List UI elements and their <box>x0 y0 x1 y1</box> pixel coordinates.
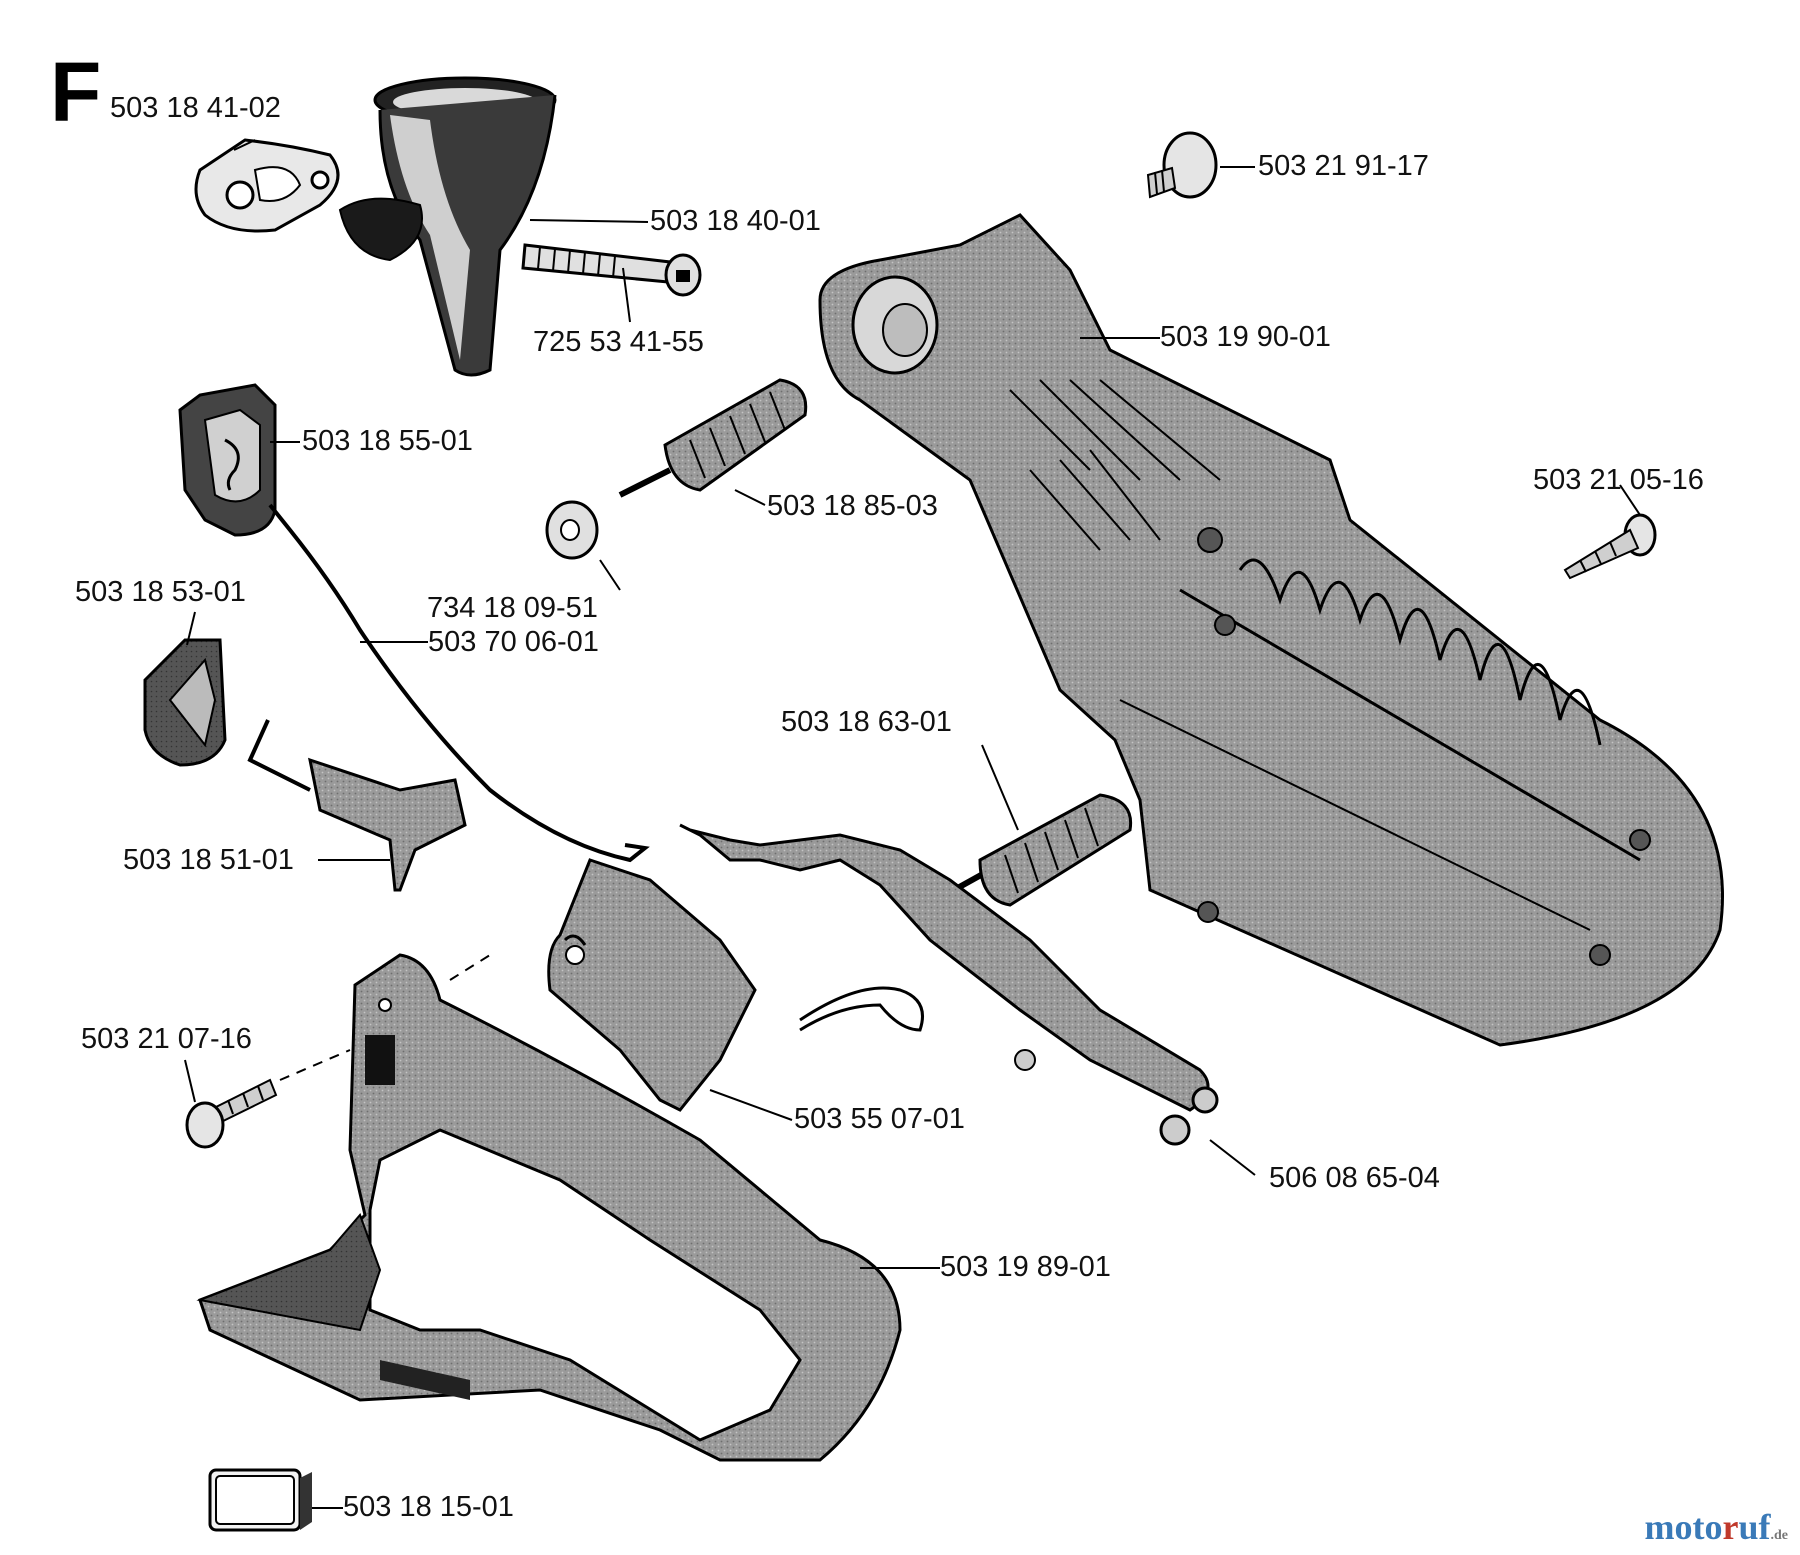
intake-boot-drawing <box>338 76 557 377</box>
watermark-part3: uf <box>1738 1507 1771 1547</box>
throttle-lock-drawing <box>178 383 277 537</box>
part-label-throttle-trigger: 503 55 07-01 <box>794 1103 965 1135</box>
part-label-screw-right: 503 21 05-16 <box>1533 464 1704 496</box>
leader-lines <box>184 139 1641 1509</box>
washer-screw-top-drawing <box>1146 131 1218 199</box>
bellows-lower-drawing <box>943 793 1133 907</box>
part-label-trigger-lever: 503 18 51-01 <box>123 844 294 876</box>
part-label-handle-body: 503 19 89-01 <box>940 1251 1111 1283</box>
part-label-washer-screw-top: 503 21 91-17 <box>1258 150 1429 182</box>
part-label-screw-left: 503 21 07-16 <box>81 1023 252 1055</box>
washer-drawing <box>545 500 599 560</box>
part-label-button: 503 18 53-01 <box>75 576 246 608</box>
rear-handle-housing-drawing <box>818 213 1724 1047</box>
part-label-lever-arm: 506 08 65-04 <box>1269 1162 1440 1194</box>
long-bolt-drawing <box>521 243 702 297</box>
watermark-part1: moto <box>1644 1507 1723 1547</box>
part-label-long-bolt: 725 53 41-55 <box>533 326 704 358</box>
plate-drawing <box>208 1468 312 1532</box>
watermark-suffix: .de <box>1770 1528 1789 1543</box>
gasket-drawing <box>194 138 340 233</box>
watermark-part2: r <box>1722 1507 1739 1547</box>
section-letter: F <box>50 45 102 139</box>
button-drawing <box>143 638 227 767</box>
part-label-bellows-lower: 503 18 63-01 <box>781 706 952 738</box>
handle-body-drawing <box>196 953 902 1462</box>
screw-left-drawing <box>185 954 491 1149</box>
trigger-lever-drawing <box>247 719 467 892</box>
part-label-washer: 734 18 09-51 <box>427 592 598 624</box>
throttle-trigger-drawing <box>547 858 757 1112</box>
watermark-logo: motoruf.de <box>1645 1509 1788 1545</box>
part-label-throttle-rod: 503 70 06-01 <box>428 626 599 658</box>
part-label-rear-handle-housing: 503 19 90-01 <box>1160 321 1331 353</box>
part-label-gasket: 503 18 41-02 <box>110 92 281 124</box>
throttle-rod-drawing <box>268 503 650 863</box>
part-label-bellows-upper: 503 18 85-03 <box>767 490 938 522</box>
lever-arm-drawing <box>679 823 1219 1146</box>
part-label-throttle-lock: 503 18 55-01 <box>302 425 473 457</box>
bellows-upper-drawing <box>618 378 808 498</box>
screw-right-drawing <box>1563 513 1657 580</box>
part-label-plate: 503 18 15-01 <box>343 1491 514 1523</box>
part-label-intake-boot: 503 18 40-01 <box>650 205 821 237</box>
